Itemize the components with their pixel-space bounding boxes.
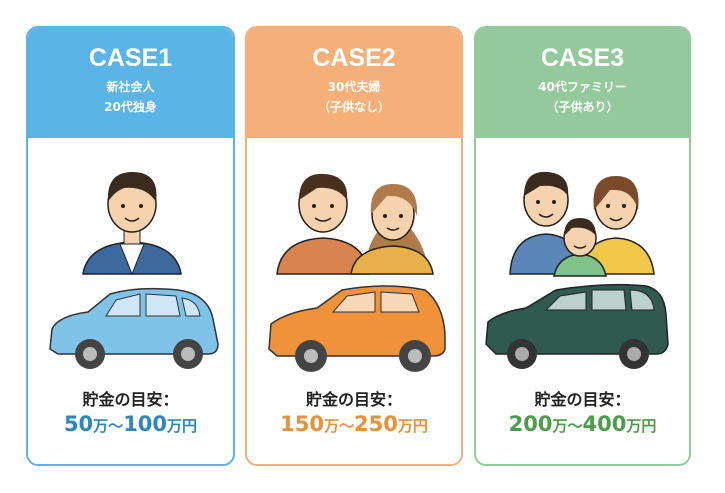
amount-sep: 万～: [323, 417, 354, 435]
savings-amount: 50万～100万円: [28, 412, 233, 436]
case-card-2: CASE2 30代夫婦 （子供なし） 貯金の目安： 150万～250万円: [245, 26, 463, 466]
minivan-icon: [485, 283, 669, 369]
amount-min: 50: [63, 412, 94, 436]
case-header: CASE1 新社会人 20代独身: [28, 28, 233, 138]
case-header: CASE3 40代ファミリー （子供あり）: [476, 28, 689, 138]
savings-label: 貯金の目安：: [82, 390, 179, 409]
amount-max: 400: [582, 412, 627, 436]
case-title: CASE3: [540, 44, 625, 72]
suv-icon: [268, 285, 446, 372]
compact-car-icon: [49, 287, 219, 369]
amount-min: 200: [508, 412, 553, 436]
amount-sep: 万～: [93, 417, 124, 435]
case-card-3: CASE3 40代ファミリー （子供あり）: [474, 26, 691, 466]
amount-unit: 万円: [626, 417, 657, 435]
savings-amount: 200万～400万円: [476, 412, 689, 436]
case-subtitle: 30代夫婦: [327, 80, 381, 94]
amount-sep: 万～: [552, 417, 583, 435]
woman-icon: [350, 184, 434, 275]
man-icon: [276, 173, 370, 275]
savings-amount: 150万～250万円: [247, 412, 461, 436]
case-subtitle: 40代ファミリー: [538, 80, 627, 94]
amount-unit: 万円: [397, 417, 428, 435]
couple-illustration: [268, 173, 446, 372]
savings-label: 貯金の目安：: [305, 390, 402, 409]
single-person-illustration: [49, 172, 219, 369]
case-subtitle: （子供あり）: [546, 100, 619, 114]
case-subtitle: 新社会人: [106, 80, 155, 94]
case-subtitle: （子供なし）: [317, 100, 390, 114]
amount-max: 100: [123, 412, 168, 436]
case-title: CASE1: [88, 44, 173, 72]
child-icon: [553, 218, 607, 277]
case-subtitle: 20代独身: [104, 100, 157, 114]
amount-min: 150: [280, 412, 324, 436]
family-illustration: [485, 171, 669, 369]
case-card-1: CASE1 新社会人 20代独身 貯金の目安： 50万～100万円: [26, 26, 235, 466]
amount-unit: 万円: [167, 417, 198, 435]
case-title: CASE2: [312, 44, 396, 72]
amount-max: 250: [354, 412, 398, 436]
case-header: CASE2 30代夫婦 （子供なし）: [247, 28, 461, 138]
person-icon: [82, 172, 182, 276]
savings-label: 貯金の目安：: [534, 390, 631, 409]
